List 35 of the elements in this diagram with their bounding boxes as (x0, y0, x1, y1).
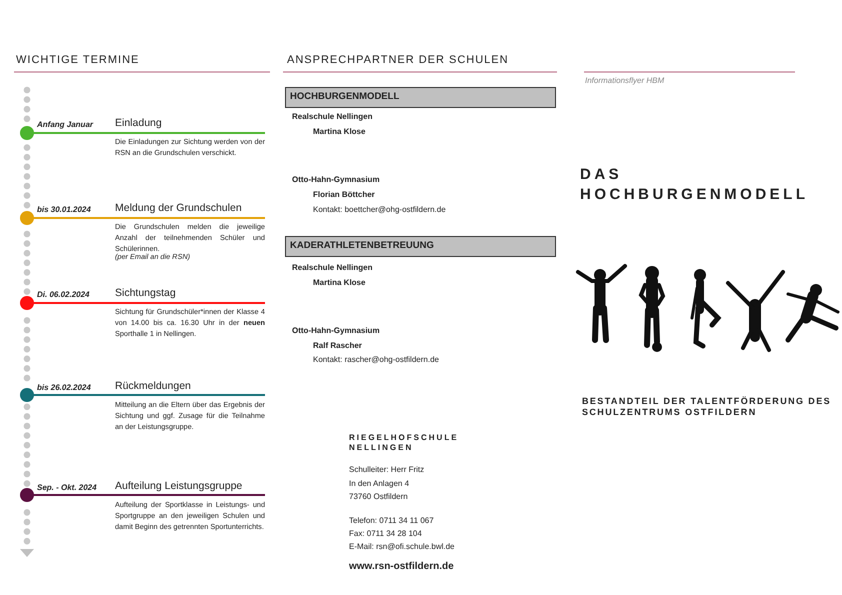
contact-name: Florian Böttcher (313, 190, 375, 200)
event-heading: Rückmeldungen (115, 380, 191, 394)
subtitle-text: Informationsflyer HBM (585, 76, 664, 86)
subtitle-text: BESTANDTEIL DER TALENTFÖRDERUNG DES SCHULZENTRUMS OSTFILDERN (582, 396, 832, 418)
date-text: Di. 06.02.2024 (37, 290, 90, 300)
section-heading: WICHTIGE TERMINE (16, 54, 140, 68)
date-text: bis 26.02.2024 (37, 383, 91, 393)
contact-email: Kontakt: rascher@ohg-ostfildern.de (313, 355, 439, 365)
event-heading: Meldung der Grundschulen (115, 202, 242, 216)
address-text: 73760 Ostfildern (349, 492, 408, 502)
address-text: Telefon: 0711 34 11 067 (349, 516, 434, 526)
address-text: E-Mail: rsn@ofi.schule.bwl.de (349, 542, 454, 552)
contact-name: Otto-Hahn-Gymnasium (292, 326, 380, 336)
date-text: Sep. - Okt. 2024 (37, 483, 97, 493)
date-text: bis 30.01.2024 (37, 205, 91, 215)
website-link: www.rsn-ostfildern.de (349, 561, 454, 574)
title-text: DAS HOCHBURGENMODELL (580, 165, 810, 206)
section-header-text: HOCHBURGENMODELL (290, 91, 400, 102)
event-heading: Sichtungstag (115, 287, 176, 300)
school-name: RIEGELHOFSCHULE NELLINGEN (349, 433, 460, 452)
contact-name: Martina Klose (313, 127, 366, 137)
contact-name: Ralf Rascher (313, 341, 362, 351)
date-text: Anfang Januar (37, 120, 94, 130)
address-text: Fax: 0711 34 28 104 (349, 529, 422, 539)
section-header-bar (285, 87, 556, 108)
event-heading: Einladung (115, 117, 162, 130)
contact-email: Kontakt: boettcher@ohg-ostfildern.de (313, 205, 446, 215)
address-text: In den Anlagen 4 (349, 479, 410, 489)
section-header-text: KADERATHLETENBETREUUNG (290, 240, 434, 251)
section-heading: ANSPRECHPARTNER DER SCHULEN (287, 54, 509, 68)
address-text: Schulleiter: Herr Fritz (349, 465, 424, 475)
event-heading: Aufteilung Leistungsgruppe (115, 480, 242, 494)
section-header-bar (285, 236, 556, 257)
contact-name: Martina Klose (313, 278, 366, 288)
contact-name: Otto-Hahn-Gymnasium (292, 175, 380, 185)
